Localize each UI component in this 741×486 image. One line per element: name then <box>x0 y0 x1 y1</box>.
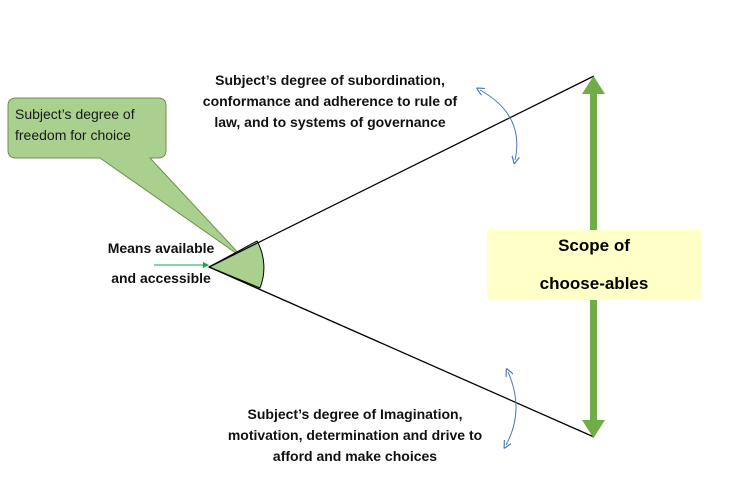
freedom-angle-wedge <box>207 240 265 289</box>
means-label-line1: Means available <box>107 240 215 256</box>
upper-label-line2: conformance and adherence to rule of <box>202 93 458 109</box>
upper-ray-line <box>208 75 595 268</box>
upper-label-line1: Subject’s degree of subordination, <box>215 72 445 88</box>
upper-curved-arrow <box>480 90 517 160</box>
lower-label-line2: motivation, determination and drive to <box>227 427 483 443</box>
upper-label-line3: law, and to systems of governance <box>214 114 446 130</box>
means-label-line2: and accessible <box>111 270 211 286</box>
scope-box <box>487 230 701 300</box>
lower-ray-line <box>208 266 595 438</box>
freedom-callout-bubble <box>7 97 244 259</box>
freedom-callout-text: Subject’s degree of freedom for choice <box>15 106 135 143</box>
scope-title-line2: choose-ables <box>539 274 649 293</box>
lower-curved-arrow <box>506 372 517 445</box>
lower-label-line3: afford and make choices <box>272 448 438 464</box>
scope-title-line1: Scope of <box>558 236 630 255</box>
lower-label-line1: Subject’s degree of Imagination, <box>247 406 463 422</box>
